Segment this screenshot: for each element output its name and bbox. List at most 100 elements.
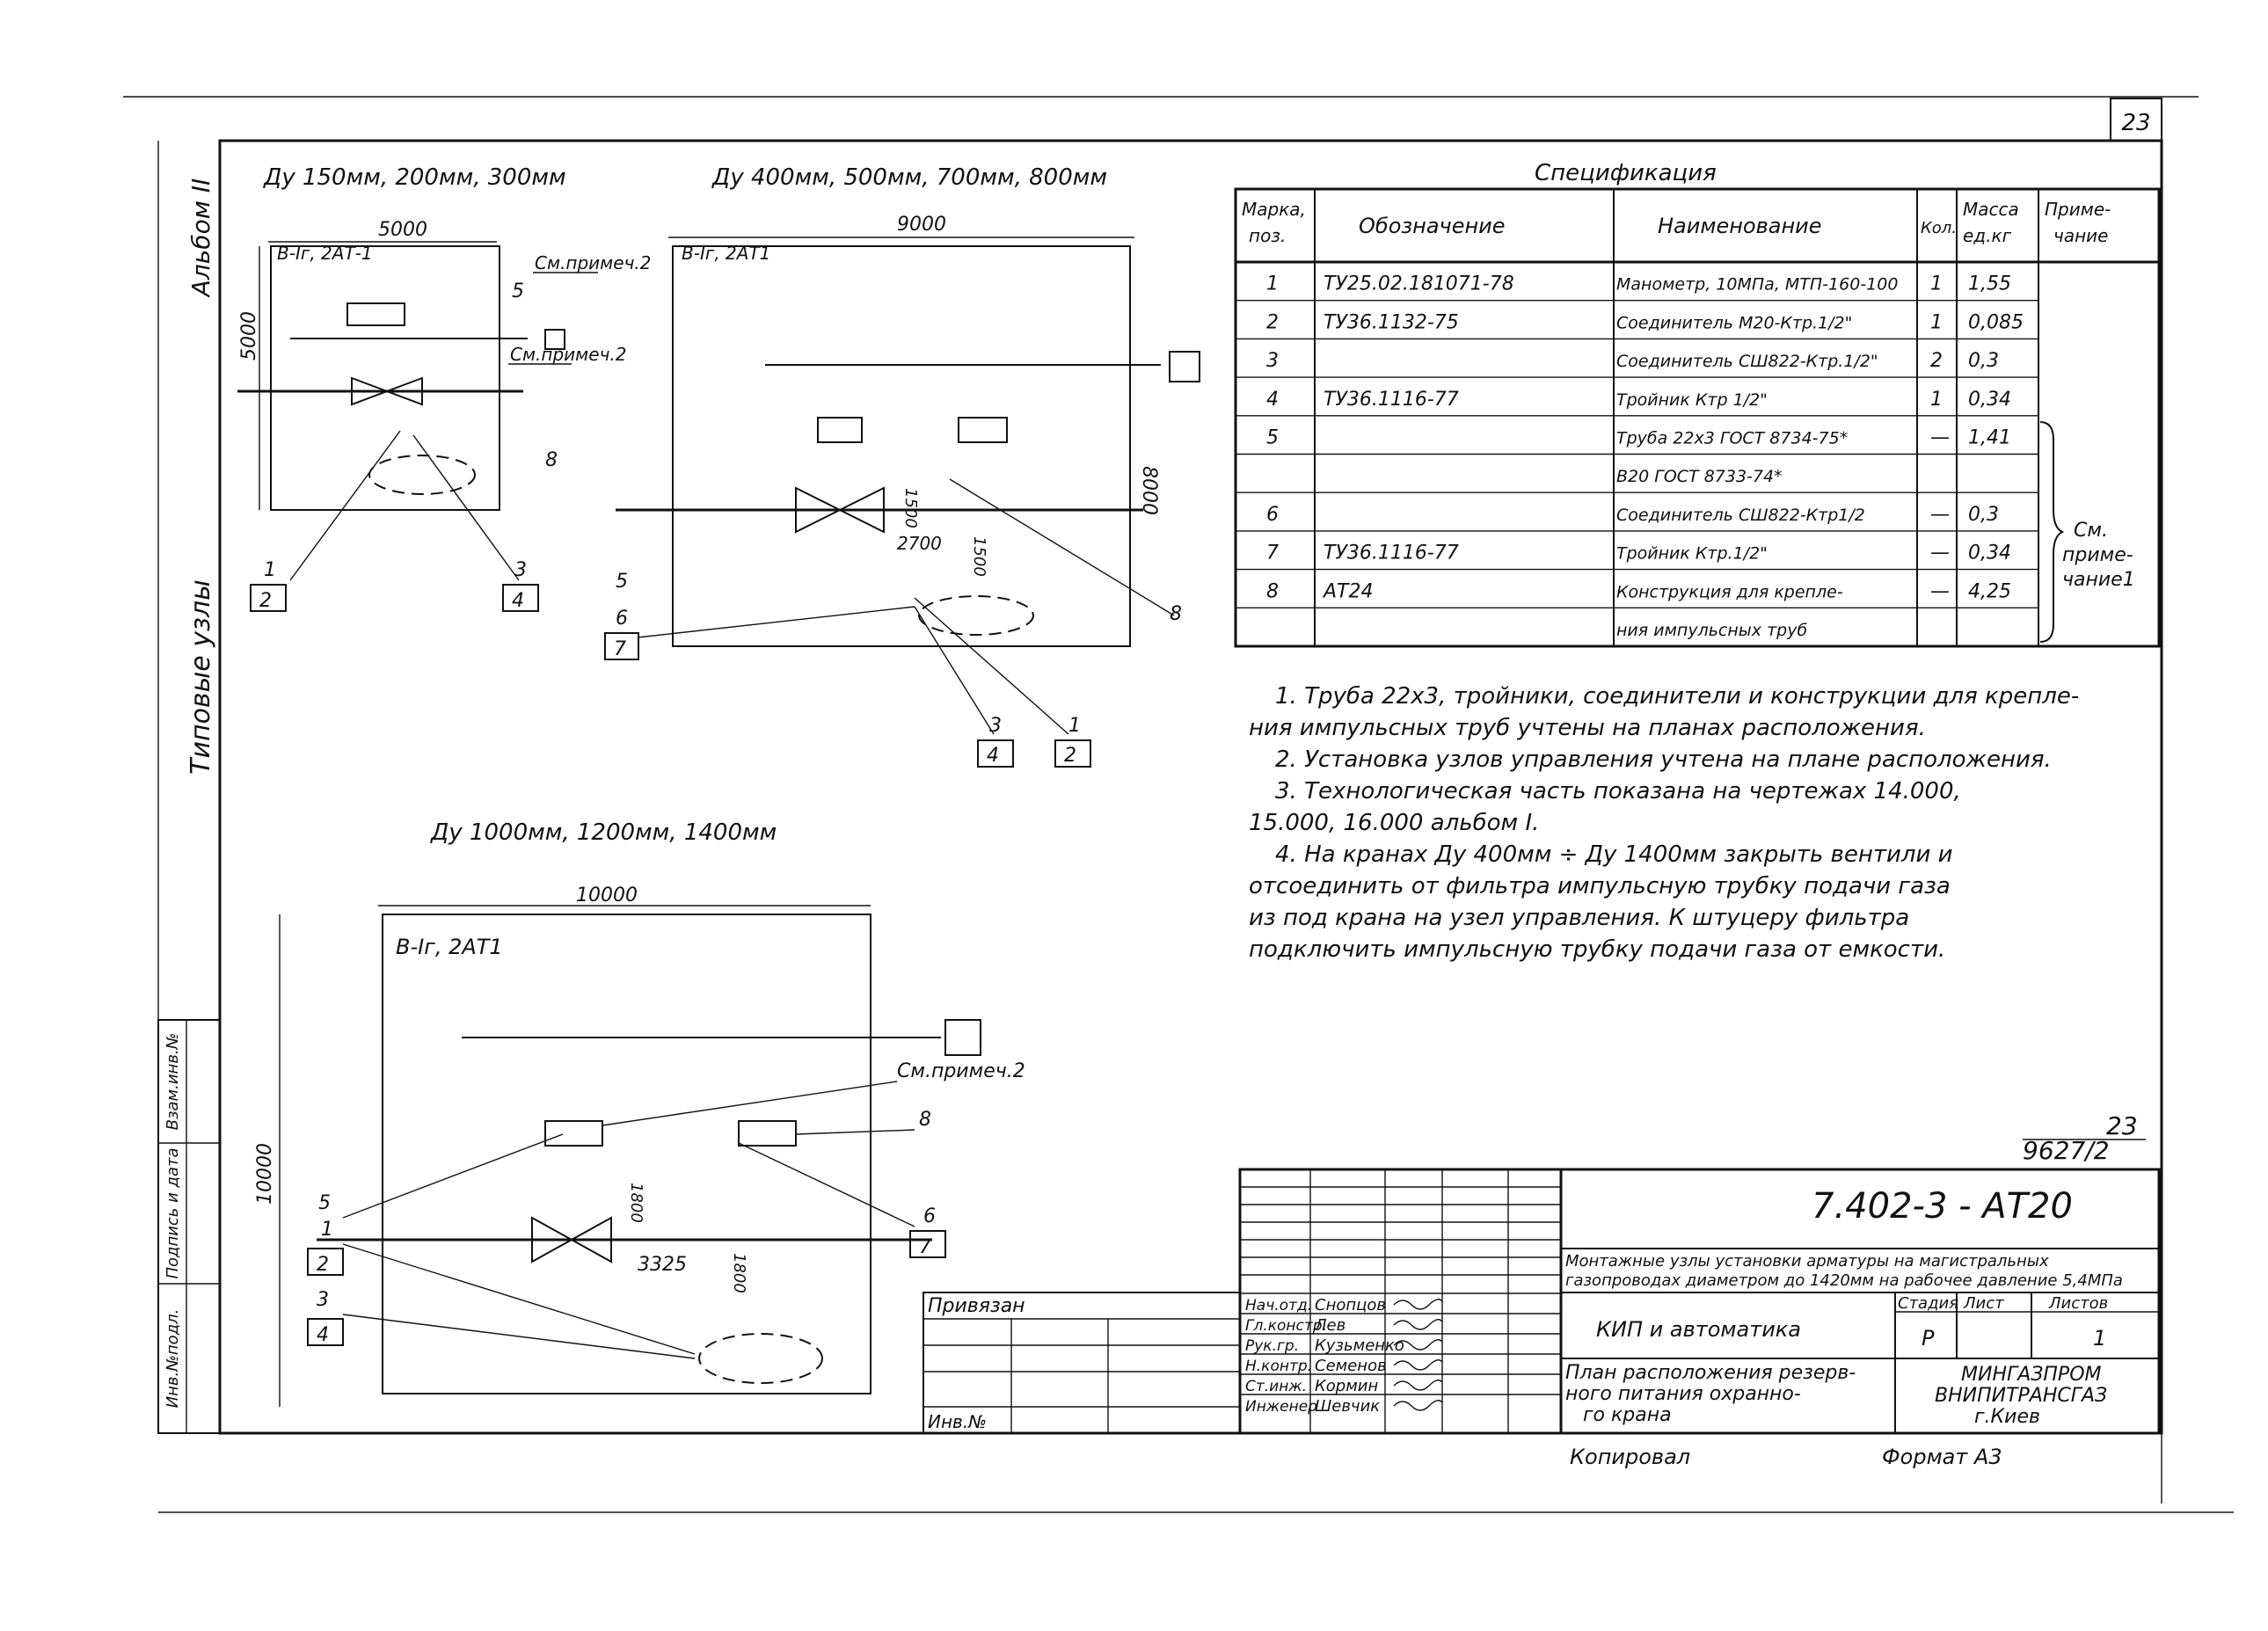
side-stamp-2: Подпись и дата xyxy=(164,1147,182,1278)
stamp-signature xyxy=(1393,1359,1443,1371)
sheet-ref-bottom: 9627/2 xyxy=(2023,1136,2110,1165)
spec-cell: — xyxy=(1930,580,1950,602)
d1-pos-2-box xyxy=(250,584,287,612)
d2-gauge xyxy=(1169,351,1200,382)
d2-filter-1 xyxy=(817,417,863,443)
d2-leader-3 xyxy=(914,606,995,735)
d3-leader-note xyxy=(602,1081,898,1126)
spec-header-1: Обозначение xyxy=(1359,214,1506,238)
d2-pos-7: 7 xyxy=(614,638,626,660)
spec-cell: ния импульсных труб xyxy=(1616,621,1807,640)
d3-pos-8: 8 xyxy=(919,1109,931,1131)
d3-leader-3 xyxy=(342,1314,696,1359)
d2-dim-w: 9000 xyxy=(897,214,946,236)
d3-gauge xyxy=(944,1019,981,1056)
stamp-role: Н.контр. xyxy=(1245,1358,1312,1375)
stamp-attached: Привязан xyxy=(928,1295,1025,1317)
stamp-role: Гл.констр. xyxy=(1245,1317,1327,1335)
stamp-rows: Нач.отд.СнопцовГл.констр.ЛевРук.гр.Кузьм… xyxy=(1240,1169,1561,1416)
d1-valve-right xyxy=(384,376,423,406)
notes-block: 1. Труба 22х3, тройники, соединители и к… xyxy=(1249,683,2079,963)
spec-cell: Соединитель М20-Ктр.1/2" xyxy=(1616,313,1852,332)
stamp-project: Монтажные узлы установки арматуры на маг… xyxy=(1565,1252,2123,1290)
spec-cell: 1 xyxy=(1930,273,1943,295)
spec-cell: 3 xyxy=(1266,350,1279,372)
d3-pos-5: 5 xyxy=(318,1192,331,1214)
d2-leader-7 xyxy=(637,606,915,638)
stamp-section: КИП и автоматика xyxy=(1596,1317,1801,1342)
spec-remark-3: чание1 xyxy=(2062,569,2135,591)
d2-pos-1: 1 xyxy=(1068,715,1081,737)
d3-leader-8 xyxy=(795,1129,915,1135)
spec-cell: Соединитель СШ822-Ктр.1/2" xyxy=(1616,352,1878,371)
spec-cell: 0,34 xyxy=(1968,542,2011,564)
stamp-signature xyxy=(1393,1299,1443,1310)
spec-cell: Манометр, 10МПа, МТП-160-100 xyxy=(1616,275,1898,295)
stamp-signature xyxy=(1393,1339,1443,1351)
d1-note1: См.примеч.2 xyxy=(535,252,651,273)
stamp-person: Лев xyxy=(1314,1316,1345,1335)
page-number-box xyxy=(2110,98,2162,142)
spec-cell: 1 xyxy=(1930,311,1943,333)
side-stamp-1: Взам.инв.№ xyxy=(164,1033,182,1131)
d3-filter-1 xyxy=(544,1120,603,1147)
stamp-person: Семенов xyxy=(1315,1357,1387,1375)
spec-cell: 0,085 xyxy=(1968,311,2024,333)
d1-gauge xyxy=(544,329,565,350)
d3-pos-4: 4 xyxy=(317,1324,329,1346)
d1-pos-3: 3 xyxy=(514,559,527,581)
stamp-person: Кормин xyxy=(1315,1377,1378,1395)
spec-cell: ТУ36.1116-77 xyxy=(1324,542,1459,564)
spec-cell: — xyxy=(1930,542,1950,564)
spec-header-5: Приме-чание xyxy=(2045,199,2111,246)
spec-cell: 1 xyxy=(1266,273,1279,295)
spec-header-2: Наименование xyxy=(1658,214,1822,238)
stamp-person: Снопцов xyxy=(1315,1296,1386,1314)
stamp-sheets: 1 xyxy=(2093,1326,2106,1351)
spec-header-3: Кол. xyxy=(1921,219,1957,237)
d2-pos-7-box xyxy=(604,632,639,660)
d2-filter-2 xyxy=(958,417,1008,443)
d1-dim-w: 5000 xyxy=(378,219,427,241)
spec-cell: 2 xyxy=(1266,311,1279,333)
d2-pos-4: 4 xyxy=(987,745,999,767)
stamp-sheet-h: Лист xyxy=(1963,1294,2004,1313)
d1-pos-2: 2 xyxy=(259,590,272,612)
d2-title: Ду 400мм, 500мм, 700мм, 800мм xyxy=(711,164,1107,191)
d3-pos-2: 2 xyxy=(317,1254,329,1276)
d2-valve-left xyxy=(795,486,842,534)
d1-pos-1: 1 xyxy=(264,559,276,581)
d1-leader-1 xyxy=(289,430,401,581)
d3-leader-1 xyxy=(342,1243,696,1355)
stamp-drawing: План расположения резерв- ного питания о… xyxy=(1565,1362,1862,1426)
stamp-role: Нач.отд. xyxy=(1245,1297,1312,1314)
side-stamp xyxy=(157,1019,221,1434)
d1-tank xyxy=(368,455,476,495)
spec-header-0: Марка,поз. xyxy=(1242,199,1306,246)
d3-tank xyxy=(698,1333,823,1384)
d3-valve-right xyxy=(569,1216,612,1263)
d1-pos-4-box xyxy=(502,584,539,612)
stamp-stage-h: Стадия xyxy=(1898,1294,1958,1313)
d1-dim-h: 5000 xyxy=(238,311,260,360)
spec-cell: Тройник Ктр 1/2" xyxy=(1616,390,1768,410)
d1-title: Ду 150мм, 200мм, 300мм xyxy=(263,164,566,191)
spec-cell: ТУ36.1116-77 xyxy=(1324,389,1459,411)
spec-cell: 0,34 xyxy=(1968,389,2011,411)
d3-valve-left xyxy=(531,1216,574,1263)
d3-label: В-Iг, 2АТ1 xyxy=(396,935,503,959)
spec-cell: — xyxy=(1930,427,1950,449)
d2-pos-8: 8 xyxy=(1170,603,1182,625)
note-line: подключить импульсную трубку подачи газа… xyxy=(1249,936,1945,963)
d1-pos-8: 8 xyxy=(545,449,558,471)
spec-remark-1: См. xyxy=(2074,520,2108,542)
d2-pos-4-box xyxy=(977,739,1014,768)
stamp-signature xyxy=(1393,1400,1443,1411)
stamp-role: Ст.инж. xyxy=(1245,1378,1307,1395)
side-title: Типовые узлы xyxy=(186,579,216,775)
d3-title: Ду 1000мм, 1200мм, 1400мм xyxy=(430,819,777,846)
d2-pos-3: 3 xyxy=(989,715,1002,737)
